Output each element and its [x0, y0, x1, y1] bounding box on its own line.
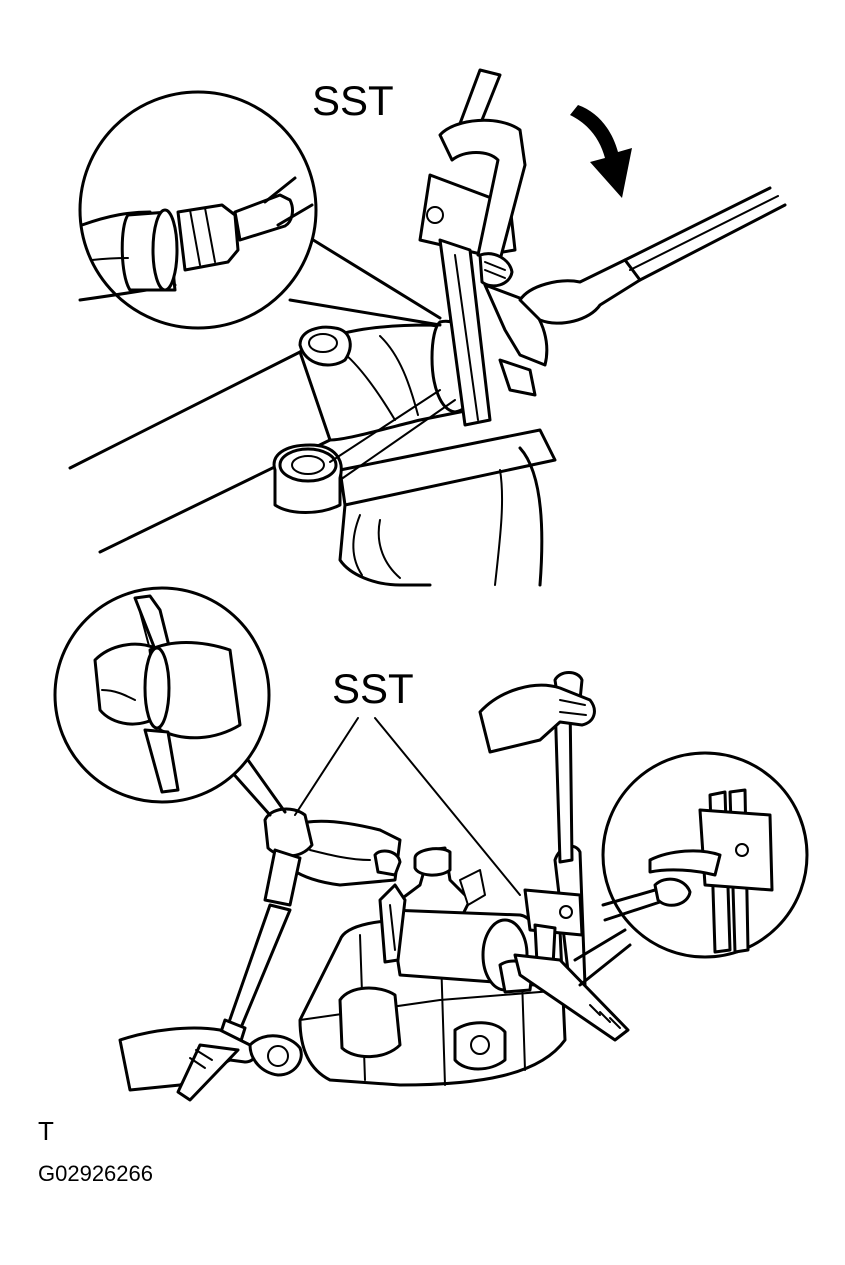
figure-code: G02926266 — [38, 1161, 153, 1186]
top-panel — [68, 68, 787, 587]
rack-housing — [68, 319, 478, 554]
detail-magnifier-right — [573, 751, 809, 987]
special-service-tool-left — [213, 807, 314, 1062]
vise — [338, 428, 557, 587]
detail-magnifier-top — [78, 90, 442, 330]
view-letter: T — [38, 1116, 54, 1146]
sst-label-top: SST — [312, 77, 394, 124]
bottom-panel — [53, 586, 809, 1102]
left-hand — [118, 1026, 303, 1102]
right-hand — [478, 683, 596, 754]
sst-leader-lines — [294, 717, 521, 896]
detail-magnifier-left — [53, 586, 287, 817]
pipe-wrench — [438, 68, 549, 397]
torque-wrench — [518, 186, 787, 325]
steering-gear-body — [298, 846, 567, 1087]
pitman-arm — [272, 389, 456, 514]
sst-label-bottom: SST — [332, 665, 414, 712]
curved-arrow-clockwise-icon — [570, 105, 632, 198]
